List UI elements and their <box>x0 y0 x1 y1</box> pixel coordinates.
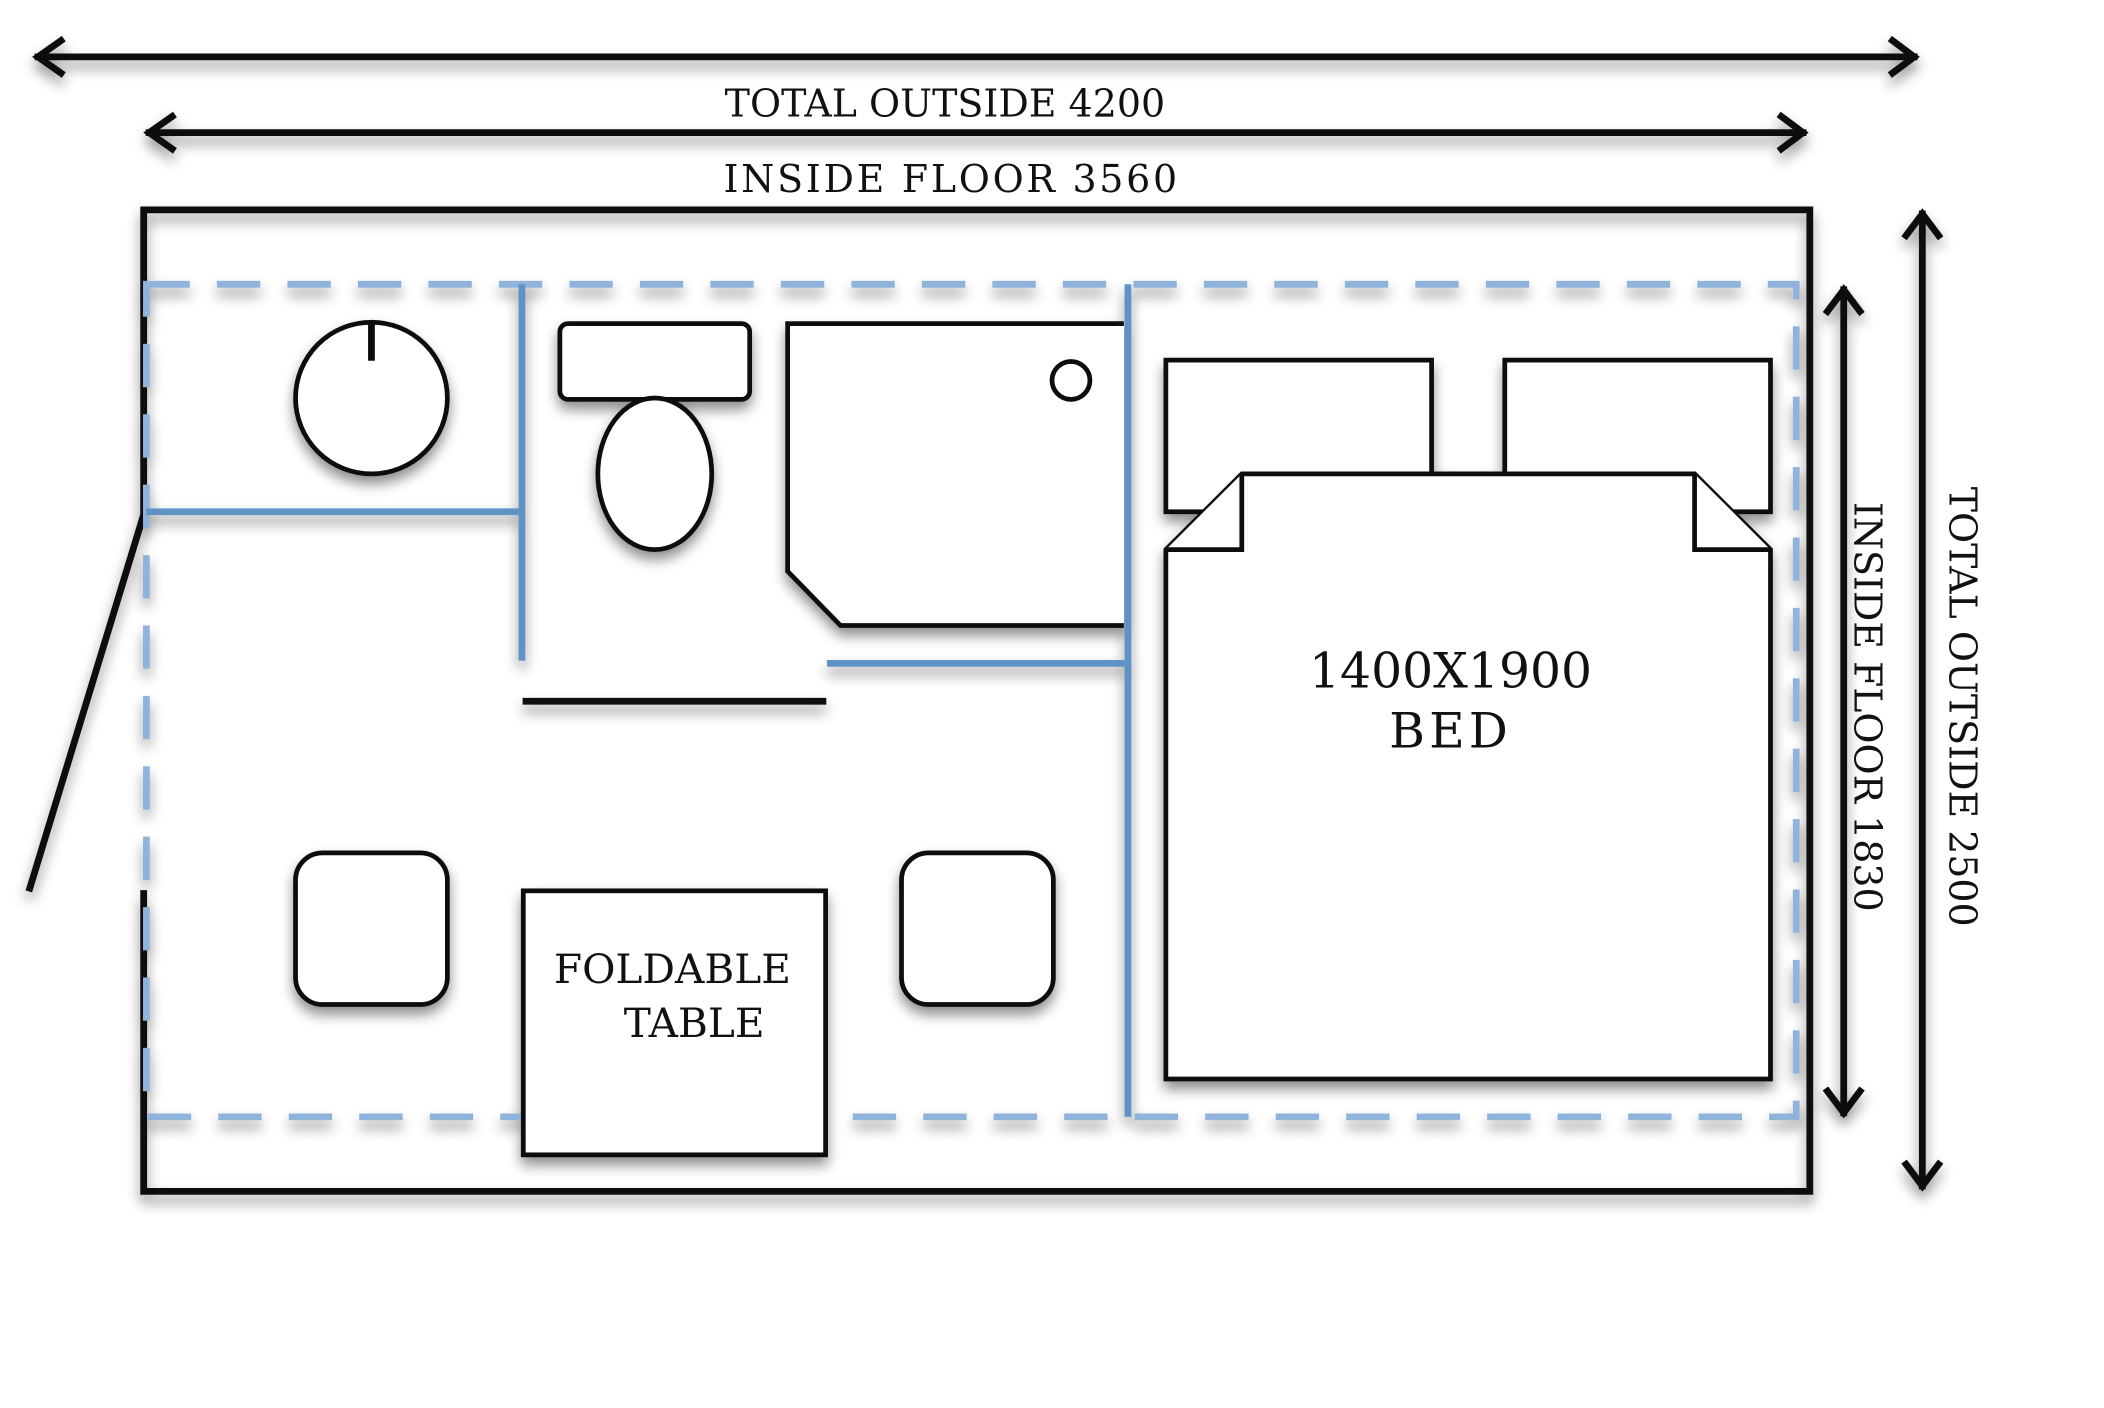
inside-floor-width-arrow <box>1822 284 1865 1119</box>
seat-left <box>293 850 450 1007</box>
door <box>25 510 148 893</box>
toilet <box>557 321 753 553</box>
inner-floor-boundary <box>143 280 1800 1121</box>
partition-walls <box>146 284 1132 1117</box>
bed-label: BED <box>1389 702 1512 759</box>
total-outside-length-arrow <box>32 35 1920 78</box>
seat-right <box>899 850 1056 1007</box>
table-label-line2: TABLE <box>624 999 765 1047</box>
inside-floor-length-arrow <box>143 111 1809 154</box>
inside-floor-length-label: INSIDE FLOOR 3560 <box>723 157 1179 201</box>
table-label-line1: FOLDABLE <box>554 945 791 993</box>
total-outside-width-arrow <box>1901 208 1944 1192</box>
inside-floor-width-label: INSIDE FLOOR 1830 <box>1846 502 1890 912</box>
total-outside-width-label: TOTAL OUTSIDE 2500 <box>1940 487 1984 927</box>
stove-knob <box>293 319 450 477</box>
shower <box>785 321 1124 628</box>
bed <box>1163 357 1773 1082</box>
outer-wall <box>140 206 1814 1195</box>
foldable-table <box>520 888 828 1158</box>
bed-size-label: 1400X1900 <box>1309 643 1592 700</box>
total-outside-length-label: TOTAL OUTSIDE 4200 <box>725 81 1165 125</box>
